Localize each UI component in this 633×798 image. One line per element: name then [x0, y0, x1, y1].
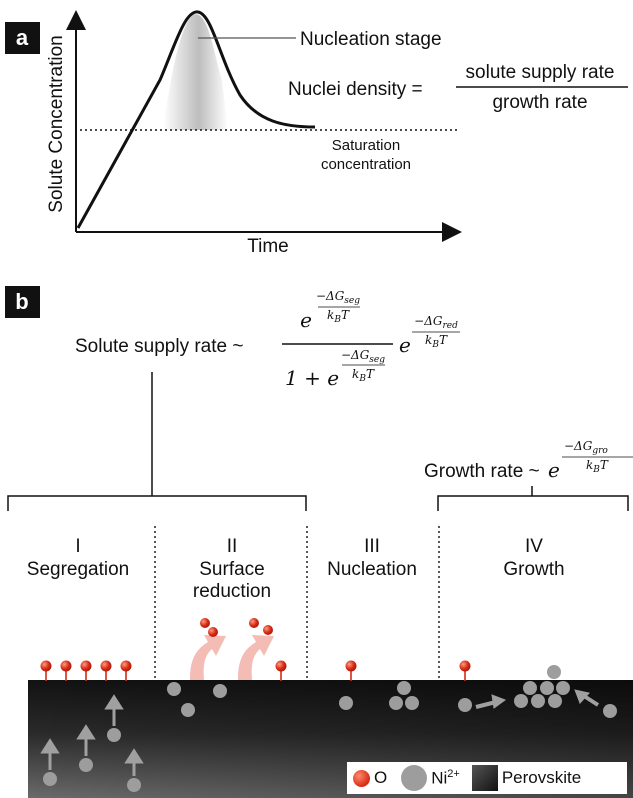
legend-perovskite: Perovskite	[471, 765, 582, 791]
panel-a: a Nucleation stage Nuclei density = solu…	[5, 10, 628, 257]
stage-2-name-line2: reduction	[193, 581, 271, 602]
growth-rate-formula: e −ΔGgro kBT	[548, 439, 633, 482]
growth-rate-text: Growth rate ~	[424, 461, 540, 482]
legend-oxygen-label: O	[374, 768, 388, 787]
svg-text:kBT: kBT	[352, 367, 375, 384]
legend-nickel-charge: 2+	[447, 767, 460, 780]
supply-bracket	[7, 372, 307, 511]
legend-nickel-symbol: Ni	[431, 768, 448, 788]
svg-text:−ΔGgro: −ΔGgro	[564, 439, 608, 456]
supply-rate-formula: e −ΔGseg kBT 1 + e −ΔGseg kBT e −ΔGred k…	[282, 289, 460, 390]
legend-oxygen: O	[353, 768, 387, 788]
equation-denominator: growth rate	[492, 92, 587, 113]
growth-arrows	[475, 689, 600, 709]
stage-1-name: Segregation	[27, 559, 129, 580]
svg-text:e: e	[548, 458, 560, 482]
nickel-atoms	[43, 665, 617, 792]
stage-2-numeral: II	[227, 536, 238, 557]
svg-text:kBT: kBT	[586, 458, 609, 475]
stage-1-numeral: I	[75, 536, 80, 557]
stage-3-numeral: III	[364, 536, 380, 557]
formula-exp-num-top: −ΔGseg	[316, 289, 360, 306]
stage-3-name: Nucleation	[327, 559, 417, 580]
stage-4-name: Growth	[503, 559, 564, 580]
supply-rate-text: Solute supply rate ~	[75, 336, 243, 357]
segregation-arrows	[40, 694, 144, 776]
formula-e-red: e	[399, 333, 411, 357]
formula-e-numerator: e	[300, 308, 312, 332]
stage-4-numeral: IV	[525, 536, 543, 557]
legend-nickel: Ni2+	[401, 765, 460, 791]
desorption-arrow-2	[238, 635, 274, 680]
nucleation-stage-label: Nucleation stage	[300, 29, 442, 50]
panel-a-label-box	[5, 22, 40, 54]
oxygen-molecules	[200, 618, 273, 637]
equation-lhs: Nuclei density =	[288, 79, 423, 100]
concentration-curve	[76, 10, 316, 229]
surface-oxygen-atoms	[45, 671, 466, 681]
svg-text:kBT: kBT	[425, 333, 448, 350]
oxygen-icon	[353, 769, 370, 787]
saturation-label-1: Saturation	[332, 137, 400, 154]
stage-2-name-line1: Surface	[199, 559, 264, 580]
svg-text:−ΔGred: −ΔGred	[414, 314, 458, 331]
stage-dividers	[154, 526, 440, 680]
equation-numerator: solute supply rate	[466, 62, 615, 83]
y-axis-label: Solute Concentration	[46, 35, 67, 212]
desorption-arrows	[190, 635, 274, 680]
formula-denominator: 1 + e	[285, 366, 339, 390]
svg-text:−ΔGseg: −ΔGseg	[341, 348, 385, 365]
nucleation-shade	[163, 14, 228, 131]
panel-b-label-box	[5, 286, 40, 318]
legend-perovskite-label: Perovskite	[501, 768, 582, 787]
nickel-icon	[401, 765, 428, 791]
desorption-arrow-1	[190, 635, 226, 680]
panel-b-label: b	[15, 289, 28, 314]
perovskite-icon	[471, 765, 498, 791]
growth-bracket	[437, 486, 629, 511]
panel-a-label: a	[16, 25, 29, 50]
saturation-label-2: concentration	[321, 156, 411, 173]
panel-b: b Solute supply rate ~ e −ΔGseg kBT 1 + …	[5, 286, 633, 798]
x-axis-label: Time	[247, 236, 289, 257]
legend: O Ni2+ Perovskite	[347, 762, 627, 794]
formula-exp-num-bottom: kBT	[327, 308, 350, 325]
legend-nickel-label: Ni2+	[431, 768, 460, 789]
